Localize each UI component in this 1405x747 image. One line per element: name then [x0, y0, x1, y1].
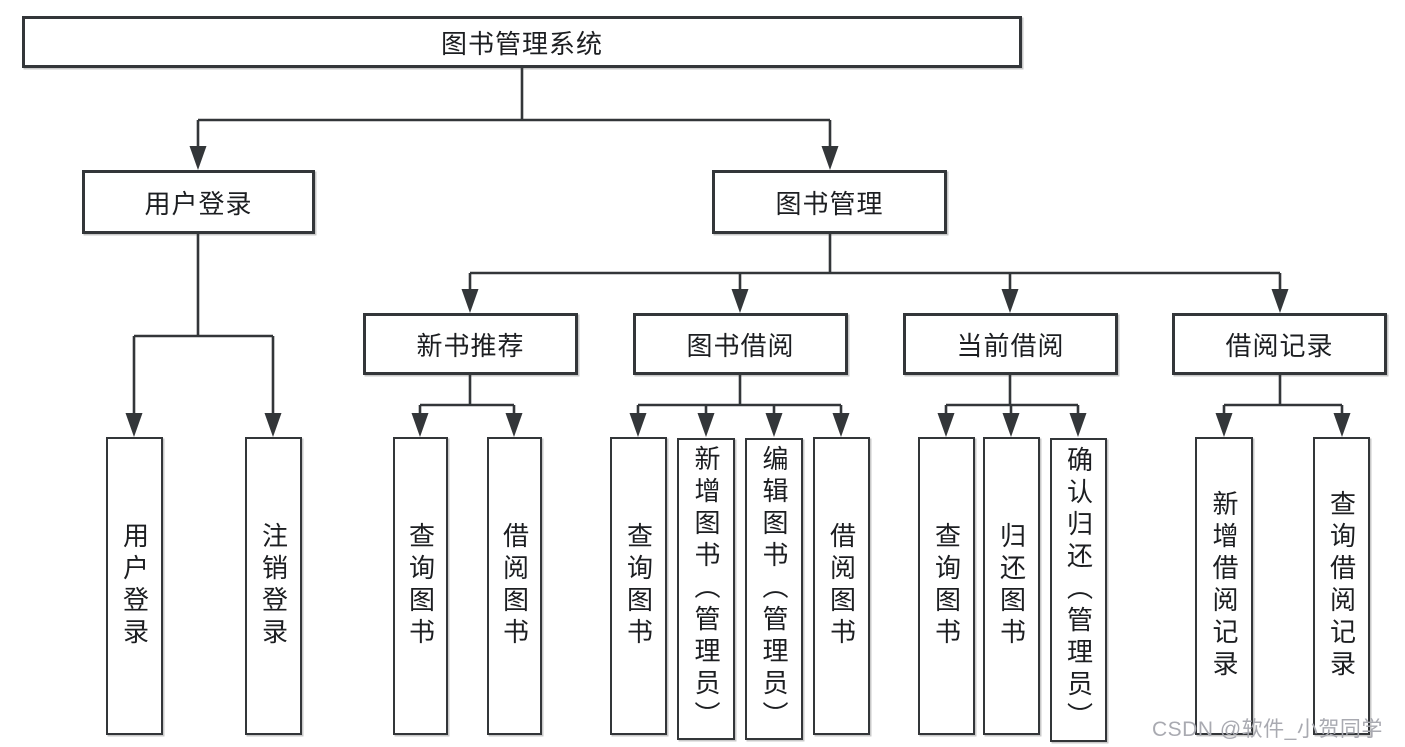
node-user-login-branch-label: 用户登录 — [144, 188, 253, 219]
leaf-confirm-return-admin-label: 确认归还（管理员） — [1063, 446, 1094, 734]
node-root-system-label: 图书管理系统 — [440, 28, 603, 59]
node-current-borrow-label: 当前借阅 — [956, 330, 1065, 361]
leaf-query-borrow-record-label: 查询借阅记录 — [1326, 490, 1357, 682]
leaf-add-borrow-record-label: 新增借阅记录 — [1209, 490, 1239, 682]
leaf-query-books-current-label: 查询图书 — [931, 522, 962, 650]
leaf-add-book-admin-label: 新增图书（管理员） — [691, 445, 721, 733]
leaf-user-login: 用户登录 — [106, 437, 163, 735]
leaf-query-books-borrow: 查询图书 — [610, 437, 667, 735]
csdn-watermark: CSDN @软件_小贺同学 — [1152, 718, 1383, 741]
node-current-borrow: 当前借阅 — [903, 313, 1118, 375]
leaf-add-book-admin: 新增图书（管理员） — [677, 438, 735, 740]
leaf-edit-book-admin-label: 编辑图书（管理员） — [759, 445, 789, 733]
arrowhead-icons — [125, 146, 1351, 437]
leaf-borrow-books-borrow-label: 借阅图书 — [826, 522, 857, 650]
leaf-confirm-return-admin: 确认归还（管理员） — [1050, 438, 1107, 742]
leaf-borrow-books-recommend: 借阅图书 — [487, 437, 542, 735]
leaf-return-books: 归还图书 — [983, 437, 1040, 735]
leaf-edit-book-admin: 编辑图书（管理员） — [745, 438, 803, 740]
leaf-logout-label: 注销登录 — [258, 522, 289, 650]
leaf-borrow-books-borrow: 借阅图书 — [813, 437, 870, 735]
leaf-query-books-borrow-label: 查询图书 — [623, 522, 654, 650]
node-borrow-records-label: 借阅记录 — [1225, 330, 1334, 361]
node-user-login-branch: 用户登录 — [82, 170, 315, 234]
leaf-query-books-current: 查询图书 — [918, 437, 975, 735]
leaf-add-borrow-record: 新增借阅记录 — [1195, 437, 1253, 735]
leaf-query-borrow-record: 查询借阅记录 — [1313, 437, 1370, 735]
node-new-book-recommend-label: 新书推荐 — [416, 330, 525, 361]
node-book-management-branch: 图书管理 — [712, 170, 947, 234]
node-book-management-branch-label: 图书管理 — [775, 188, 884, 219]
node-root-system: 图书管理系统 — [22, 16, 1022, 68]
leaf-logout: 注销登录 — [245, 437, 302, 735]
node-borrow-records: 借阅记录 — [1172, 313, 1387, 375]
node-new-book-recommend: 新书推荐 — [363, 313, 578, 375]
leaf-query-books-recommend: 查询图书 — [393, 437, 448, 735]
leaf-return-books-label: 归还图书 — [996, 522, 1027, 650]
leaf-user-login-label: 用户登录 — [119, 522, 150, 650]
node-book-borrow-label: 图书借阅 — [686, 330, 795, 361]
node-book-borrow: 图书借阅 — [633, 313, 848, 375]
leaf-borrow-books-recommend-label: 借阅图书 — [499, 522, 530, 650]
leaf-query-books-recommend-label: 查询图书 — [405, 522, 436, 650]
